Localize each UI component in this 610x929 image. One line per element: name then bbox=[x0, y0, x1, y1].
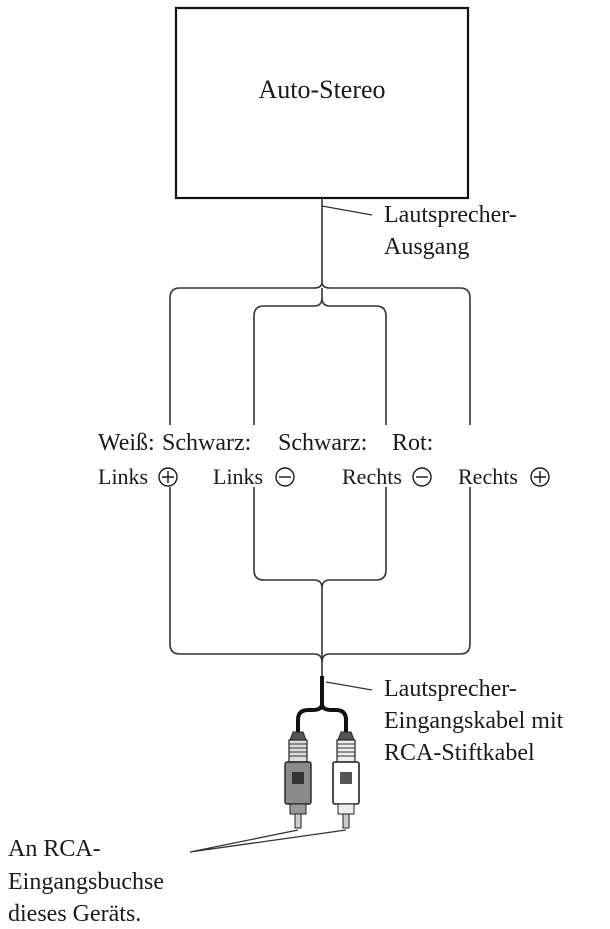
car-stereo-label: Auto-Stereo bbox=[258, 75, 385, 104]
car-stereo-box: Auto-Stereo bbox=[174, 6, 470, 200]
left-plug-cable bbox=[296, 703, 324, 732]
red-label: Rot: bbox=[392, 430, 433, 456]
minus-icon bbox=[412, 467, 432, 487]
input-cable-label-2: Eingangskabel mit bbox=[384, 708, 564, 734]
rca-plug-left bbox=[284, 731, 312, 829]
right-plug-cable bbox=[320, 703, 348, 732]
rca-jack-label-3: dieses Geräts. bbox=[8, 901, 141, 927]
input-cable-label-3: RCA-Stiftkabel bbox=[384, 740, 535, 766]
rca-jack-label-2: Eingangsbuchse bbox=[8, 869, 164, 895]
wire-color-labels: Weiß: Schwarz: Schwarz: Rot: bbox=[98, 430, 433, 456]
speaker-output-label-1: Lautsprecher- bbox=[384, 202, 517, 228]
speaker-output-leader bbox=[321, 205, 373, 216]
wire-side-labels: Links Links Rechts Rechts bbox=[98, 464, 550, 489]
rca-jack-label-1: An RCA- bbox=[8, 836, 101, 862]
minus-icon bbox=[275, 467, 295, 487]
red-side-label: Rechts bbox=[458, 464, 518, 489]
speaker-output-label-2: Ausgang bbox=[384, 234, 469, 260]
black-right-side-label: Rechts bbox=[342, 464, 402, 489]
black-left-side-label: Links bbox=[213, 464, 263, 489]
plus-icon bbox=[158, 467, 178, 487]
input-cable-leader bbox=[325, 681, 373, 691]
black-right-label: Schwarz: bbox=[278, 430, 367, 456]
rca-jack-leader bbox=[189, 829, 347, 853]
rca-plug-right bbox=[332, 731, 360, 829]
plus-icon bbox=[530, 467, 550, 487]
white-side-label: Links bbox=[98, 464, 148, 489]
input-cable-label-1: Lautsprecher- bbox=[384, 676, 517, 702]
white-label: Weiß: bbox=[98, 430, 155, 456]
black-left-label: Schwarz: bbox=[162, 430, 251, 456]
